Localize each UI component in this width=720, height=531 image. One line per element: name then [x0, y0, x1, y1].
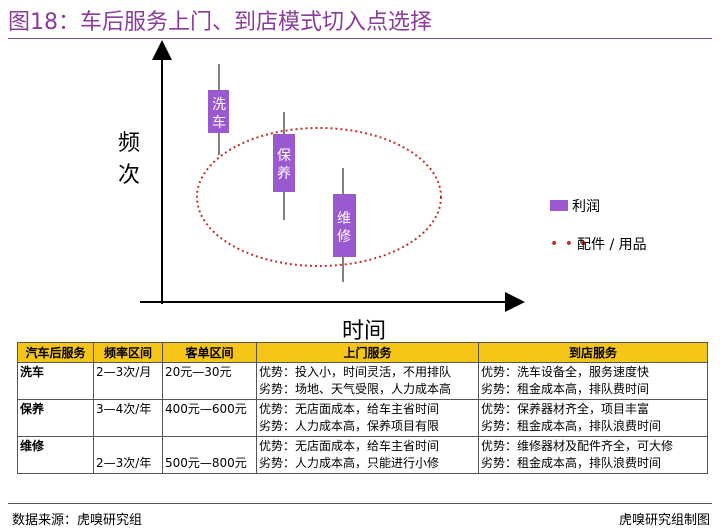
parts-legend-marker: • • • [550, 236, 589, 252]
door-con: 劣势：人力成本高，只能进行小修 [259, 456, 440, 470]
door-pro: 优势：无店面成本，给车主省时间 [259, 402, 440, 416]
parts-ellipse [196, 127, 442, 267]
profit-legend-label: 利润 [572, 199, 600, 215]
row-door: 优势：无店面成本，给车主省时间 劣势：人力成本高，只能进行小修 [256, 436, 479, 474]
store-con: 劣势：租金成本高，排队浪费时间 [481, 456, 662, 470]
table-header-row: 汽车后服务 频率区间 客单区间 上门服务 到店服务 [17, 342, 708, 363]
maintain-box [273, 134, 295, 192]
row-price: 400元—600元 [162, 399, 257, 437]
comparison-table: 汽车后服务 频率区间 客单区间 上门服务 到店服务 洗车 2—3次/月 20元—… [17, 342, 708, 474]
maintain-box-label: 保养 [277, 148, 291, 182]
store-pro: 优势：保养器材齐全，项目丰富 [481, 402, 650, 416]
row-door: 优势：投入小，时间灵活，不用排队 劣势：场地、天气受限，人力成本高 [256, 362, 479, 400]
header-door-service: 上门服务 [256, 342, 479, 363]
row-frequency: 3—4次/年 [93, 399, 163, 437]
header-store-service: 到店服务 [478, 342, 708, 363]
title-divider [8, 38, 712, 39]
x-axis-label: 时间 [342, 319, 387, 344]
header-price: 客单区间 [162, 342, 257, 363]
row-service: 洗车 [17, 362, 94, 400]
repair-box [333, 194, 356, 257]
table-row: 保养 3—4次/年 400元—600元 优势：无店面成本，给车主省时间 劣势：人… [17, 399, 708, 437]
row-store: 优势：维修器材及配件齐全，可大修 劣势：租金成本高，排队浪费时间 [478, 436, 708, 474]
data-source: 数据来源：虎嗅研究组 [12, 513, 143, 528]
row-frequency: 2—3次/年 [93, 436, 163, 474]
row-price: 500元—800元 [162, 436, 257, 474]
header-frequency: 频率区间 [93, 342, 163, 363]
store-pro: 优势：维修器材及配件齐全，可大修 [481, 439, 674, 453]
row-service: 保养 [17, 399, 94, 437]
header-service: 汽车后服务 [17, 342, 94, 363]
door-con: 劣势：场地、天气受限，人力成本高 [259, 382, 452, 396]
figure-credit: 虎嗅研究组制图 [618, 513, 710, 528]
row-price: 20元—30元 [162, 362, 257, 400]
store-con: 劣势：租金成本高，排队费时间 [481, 382, 650, 396]
store-con: 劣势：租金成本高，排队浪费时间 [481, 419, 662, 433]
row-service: 维修 [17, 436, 94, 474]
store-pro: 优势：洗车设备全，服务速度快 [481, 365, 650, 379]
positioning-diagram [140, 40, 525, 312]
footer-divider [8, 503, 712, 504]
parts-legend-label: 配件 / 用品 [577, 237, 647, 253]
table-row: 维修 2—3次/年 500元—800元 优势：无店面成本，给车主省时间 劣势：人… [17, 436, 708, 474]
figure-title: 图18：车后服务上门、到店模式切入点选择 [8, 10, 432, 35]
profit-legend-swatch [550, 200, 568, 211]
table-row: 洗车 2—3次/月 20元—30元 优势：投入小，时间灵活，不用排队 劣势：场地… [17, 362, 708, 400]
y-axis-label: 频次 [118, 131, 141, 188]
row-frequency: 2—3次/月 [93, 362, 163, 400]
row-store: 优势：保养器材齐全，项目丰富 劣势：租金成本高，排队浪费时间 [478, 399, 708, 437]
door-pro: 优势：无店面成本，给车主省时间 [259, 439, 440, 453]
row-store: 优势：洗车设备全，服务速度快 劣势：租金成本高，排队费时间 [478, 362, 708, 400]
repair-box-label: 维修 [337, 211, 351, 245]
door-pro: 优势：投入小，时间灵活，不用排队 [259, 365, 452, 379]
wash-box [208, 90, 229, 133]
row-door: 优势：无店面成本，给车主省时间 劣势：人力成本高，保养项目有限 [256, 399, 479, 437]
wash-box-label: 洗车 [212, 97, 226, 131]
door-con: 劣势：人力成本高，保养项目有限 [259, 419, 440, 433]
